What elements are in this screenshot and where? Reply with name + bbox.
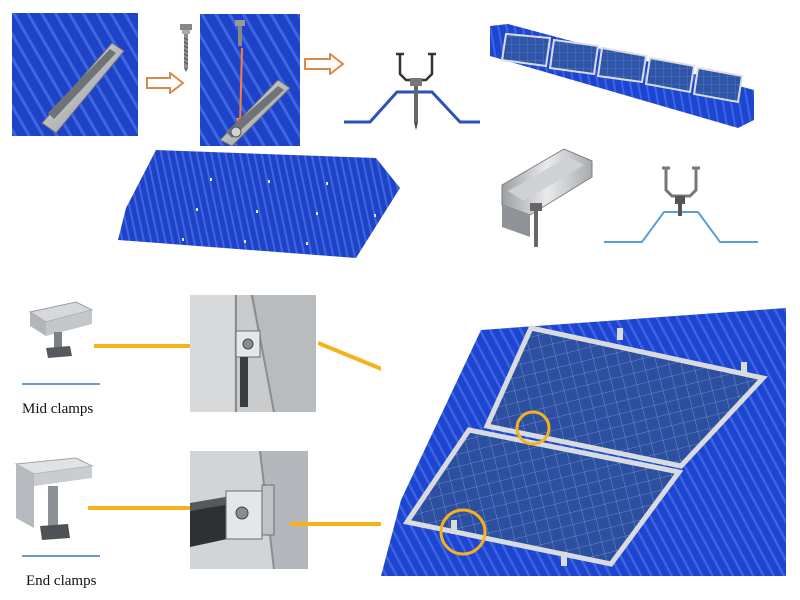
end-clamp-baseline [22, 555, 100, 557]
installed-solar-array-image [381, 300, 786, 576]
screw-icon [176, 24, 196, 72]
mid-clamp-baseline [22, 383, 100, 385]
rail-profile-diagram-2 [602, 160, 762, 250]
rail-closeup-image [494, 145, 598, 250]
roof-sheet-image [116, 148, 402, 260]
mid-clamp-image [24, 296, 96, 364]
mid-clamp-closeup-image [190, 295, 316, 412]
rail-on-roof-image [12, 13, 138, 136]
solar-array-roof-image [488, 20, 756, 130]
end-clamp-closeup-image [190, 451, 308, 569]
end-clamp-image [12, 456, 96, 550]
rail-profile-diagram [342, 44, 482, 134]
arrow-right-outline-icon [146, 72, 184, 94]
mid-clamps-label: Mid clamps [22, 401, 93, 418]
rail-screw-insertion-image [200, 14, 300, 146]
end-clamps-label: End clamps [26, 573, 96, 590]
arrow-right-outline-icon [304, 53, 344, 75]
